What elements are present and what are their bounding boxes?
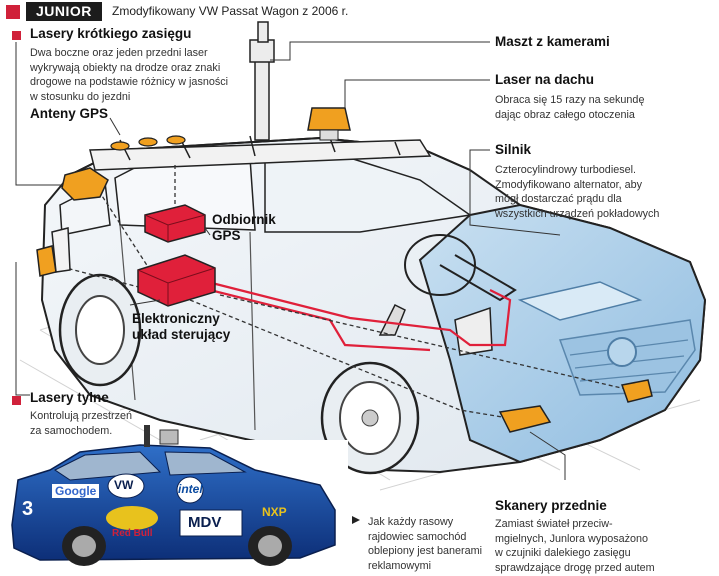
text-line: GPS bbox=[212, 228, 241, 243]
text-line: Kontrolują przestrzeń bbox=[30, 410, 133, 422]
roof-laser bbox=[307, 107, 351, 141]
decal-vw: VW bbox=[114, 478, 134, 492]
side-laser bbox=[61, 167, 109, 201]
gps-antennas-title: Anteny GPS bbox=[30, 106, 109, 121]
text-line: w czujniki dalekiego zasięgu bbox=[495, 547, 631, 559]
rear-laser bbox=[36, 227, 71, 277]
leader-lines bbox=[15, 41, 566, 480]
engine-text: Czterocylindrowy turbodiesel. Zmodyfikow… bbox=[495, 163, 695, 221]
rear-lasers-text: Kontrolują przestrzeń za samochodem. bbox=[30, 409, 180, 438]
steering-wheel bbox=[404, 234, 517, 302]
callout-marker bbox=[12, 31, 21, 40]
text-line: oblepiony jest banerami bbox=[368, 545, 483, 557]
short-lasers-text: Dwa boczne oraz jeden przedni laser wykr… bbox=[30, 46, 250, 104]
text-line: Jak każdy rasowy bbox=[368, 516, 454, 528]
text-line: w stosunku do jezdni bbox=[30, 90, 131, 103]
text-line: rajdowiec samochód bbox=[368, 530, 467, 543]
section-tag: JUNIOR bbox=[26, 2, 102, 21]
decal-mdv: MDV bbox=[188, 514, 222, 531]
control-unit-label: Elektroniczny układ sterujący bbox=[132, 311, 230, 343]
gps-receiver-label: Odbiornik GPS bbox=[212, 212, 276, 244]
gps-antennas bbox=[110, 135, 186, 151]
text-line: drogowe na podstawie różnicy w jasności bbox=[30, 76, 229, 88]
engine-title: Silnik bbox=[495, 142, 532, 157]
text-line: mógł dostarczać prądu dla bbox=[495, 193, 622, 205]
text-line: wszystkich urządzeń pokładowych bbox=[495, 207, 660, 220]
control-unit-box bbox=[137, 254, 216, 307]
gps-receiver-box bbox=[144, 204, 206, 243]
front-scanners-text: Zamiast świateł przeciw- mgielnych, Junl… bbox=[495, 517, 695, 575]
car-number: 3 bbox=[22, 498, 34, 520]
photo-car bbox=[8, 425, 348, 572]
header-subtitle: Zmodyfikowany VW Passat Wagon z 2006 r. bbox=[112, 4, 349, 18]
text-line: wykrywają obiekty na drodze oraz znaki bbox=[30, 61, 221, 74]
roof-rack bbox=[89, 135, 432, 171]
short-lasers-title: Lasery krótkiego zasięgu bbox=[30, 26, 192, 41]
decal-intel: intel bbox=[178, 482, 203, 496]
text-line: Elektroniczny bbox=[132, 311, 220, 326]
pedals bbox=[454, 306, 493, 356]
wiring bbox=[199, 278, 512, 352]
text-line: dając obraz całego otoczenia bbox=[495, 108, 635, 121]
text-line: Obraca się 15 razy na sekundę bbox=[495, 94, 645, 106]
front-scanner-left bbox=[498, 405, 552, 433]
racing-note-text: Jak każdy rasowy rajdowiec samochód oble… bbox=[368, 515, 488, 573]
text-line: Czterocylindrowy turbodiesel. bbox=[495, 164, 637, 176]
note-pointer-icon bbox=[352, 516, 360, 524]
text-line: układ sterujący bbox=[132, 327, 231, 342]
text-line: sprawdzające drogę przed autem bbox=[495, 561, 655, 574]
text-line: reklamowymi bbox=[368, 559, 431, 572]
callout-marker bbox=[12, 396, 21, 405]
text-line: Dwa boczne oraz jeden przedni laser bbox=[30, 47, 208, 59]
rear-lasers-title: Lasery tylne bbox=[30, 390, 109, 405]
roof-laser-text: Obraca się 15 razy na sekundę dając obra… bbox=[495, 93, 695, 122]
decal-redbull: Red Bull bbox=[112, 528, 153, 539]
rear-wheel bbox=[58, 273, 142, 387]
decal-nxp: NXP bbox=[262, 505, 287, 519]
front-scanner-right bbox=[621, 379, 653, 403]
camera-mast bbox=[249, 21, 275, 141]
roof-laser-title: Laser na dachu bbox=[495, 72, 595, 87]
decal-google: Google bbox=[52, 484, 100, 498]
text-line: Odbiornik bbox=[212, 212, 276, 227]
text-line: Zmodyfikowano alternator, aby bbox=[495, 178, 643, 191]
text-line: mgielnych, Junlora wyposażono bbox=[495, 532, 649, 545]
header-marker bbox=[6, 5, 20, 19]
camera-mast-title: Maszt z kamerami bbox=[495, 34, 610, 49]
front-scanners-title: Skanery przednie bbox=[495, 498, 607, 513]
text-line: za samochodem. bbox=[30, 424, 113, 437]
gear-stick bbox=[378, 303, 406, 336]
text-line: Zamiast świateł przeciw- bbox=[495, 518, 613, 530]
